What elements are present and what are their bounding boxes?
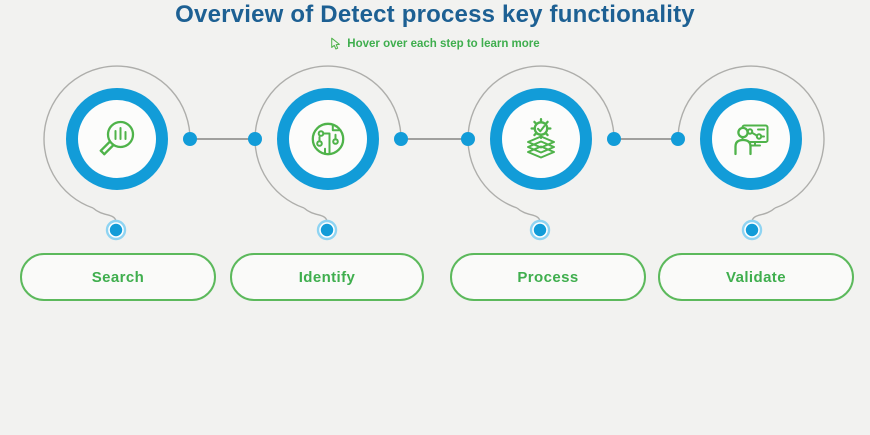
step-button-identify[interactable]: Identify [230,253,424,301]
step-circle-search[interactable] [66,88,168,190]
step-button-label: Process [517,268,579,286]
cursor-pointer-icon [331,37,341,50]
person-dashboard-icon [734,124,769,156]
step-orbit-identify [254,65,402,241]
page-title: Overview of Detect process key functiona… [175,1,695,28]
step-button-validate[interactable]: Validate [658,253,854,301]
step-orbit-process [467,65,615,241]
step-button-label: Search [91,268,145,286]
step-button-search[interactable]: Search [20,253,216,301]
subtitle: Hover over each step to learn more [0,37,870,51]
step-button-label: Identify [298,268,356,286]
circuit-chip-icon [311,122,345,156]
step-orbit-validate [677,65,825,241]
step-orbit-search [43,65,191,241]
connector-identify-process [394,132,475,146]
step-button-process[interactable]: Process [450,253,646,301]
connector-process-validate [607,132,685,146]
magnifier-chart-icon [99,120,135,156]
step-button-label: Validate [726,268,786,286]
connector-search-identify [183,132,262,146]
layers-gear-check-icon [527,117,555,159]
step-circle-identify[interactable] [277,88,379,190]
step-circle-process[interactable] [490,88,592,190]
subtitle-text: Hover over each step to learn more [347,38,540,50]
step-circle-validate[interactable] [700,88,802,190]
